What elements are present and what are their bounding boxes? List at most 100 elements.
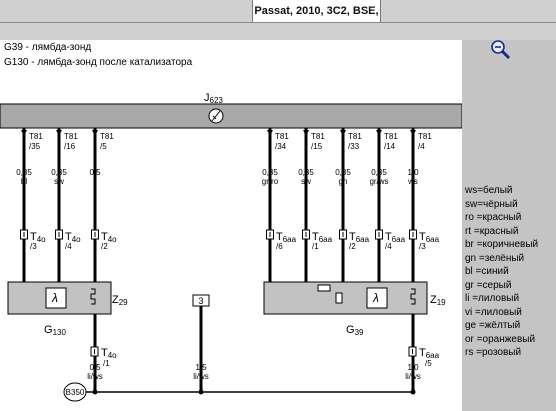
ground-point-label: B350 (66, 388, 85, 397)
pin-arrow-icon (303, 130, 309, 136)
legend-item: ro =красный (465, 212, 522, 223)
ecu-pin-t: T81 (64, 132, 78, 141)
legend-panel (462, 40, 556, 411)
junction-dot (92, 389, 98, 395)
ecu-pin-t: T81 (348, 132, 362, 141)
wire-color: gn (339, 177, 348, 186)
connector-label: T6aa (276, 231, 297, 244)
zoom-out-icon[interactable] (490, 39, 512, 61)
pin-arrow-icon (267, 130, 273, 136)
wire-size: 0,35 (371, 168, 387, 177)
wire-size: 0,35 (51, 168, 67, 177)
top-separator (0, 22, 556, 23)
connector-icon (408, 346, 417, 357)
wire-color: li (93, 177, 97, 186)
g130-ground-wire-color: li/ws (87, 372, 103, 381)
connector-pin: /4 (65, 242, 72, 251)
connector-label: T4o (30, 231, 46, 244)
legend-item: bl =синий (465, 266, 509, 277)
junction-dot (198, 389, 204, 395)
ecu-pin-number: /15 (311, 142, 323, 151)
legend-item: li =лиловый (465, 293, 520, 304)
connector-pin: /3 (419, 242, 426, 251)
connector-icon (90, 346, 99, 357)
svg-text:λ: λ (51, 291, 58, 305)
mid-wire-size: 1,5 (195, 363, 207, 372)
document-title-tab[interactable]: Passat, 2010, 3C2, BSE, (252, 0, 381, 23)
g39-ground-wire-size: 1,0 (407, 363, 419, 372)
wire-color: ws (407, 177, 418, 186)
legend-item: vi =лиловый (465, 306, 522, 318)
ecu-pin-number: /35 (29, 142, 41, 151)
heater-z19-label: Z19 (430, 294, 446, 307)
connector-icon (55, 229, 63, 240)
ecu-pin-t: T81 (275, 132, 289, 141)
reference-number: 3 (198, 296, 203, 306)
connector-label: T6aa (349, 231, 370, 244)
heater-icon (410, 288, 416, 305)
g130-ground-connector-label: T4o (101, 347, 117, 360)
ecu-pin-t: T81 (311, 132, 325, 141)
connector-pin: /6 (276, 242, 283, 251)
ecu-pin-number: /4 (418, 142, 425, 151)
g39-ground-wire-color: li/ws (405, 372, 421, 381)
g130-ground-connector-pin: /1 (103, 359, 110, 368)
lambda-icon: λ (45, 287, 67, 309)
connector-label: T6aa (419, 231, 440, 244)
ground-point-b350[interactable] (63, 382, 87, 402)
description-line-2: G130 - лямбда-зонд после катализатора (4, 57, 193, 68)
ecu-pin-t: T81 (384, 132, 398, 141)
ecu-pin-t: T81 (29, 132, 43, 141)
connector-label: T6aa (312, 231, 333, 244)
connector-pin: /4 (385, 242, 392, 251)
legend-item: rs =розовый (465, 347, 522, 358)
ecu-pin-number: /33 (348, 142, 360, 151)
pin-arrow-icon (21, 130, 27, 136)
legend-item: gn =зелёный (465, 252, 525, 264)
ecu-j623-block (0, 103, 462, 129)
legend-item: ge =жёлтый (465, 320, 521, 331)
sensor-g39-resistor-2 (335, 292, 343, 304)
ecu-pin-number: /14 (384, 142, 396, 151)
ecu-pin-number: /34 (275, 142, 287, 151)
connector-icon (266, 229, 274, 240)
wire-size: 0,35 (298, 168, 314, 177)
g39-ground-connector-pin: /5 (425, 359, 432, 368)
legend-item: sw=чёрный (465, 198, 518, 210)
pin-arrow-icon (376, 130, 382, 136)
description-line-1: G39 - лямбда-зонд (4, 42, 92, 53)
wire-color: bl (21, 177, 27, 186)
heater-icon (90, 288, 96, 305)
schematic-canvas: J623 T81/350,35blT4o/3T81/160,35swT4o/4T… (0, 92, 462, 402)
connector-pin: /2 (101, 242, 108, 251)
sensor-g39-resistor (317, 284, 331, 292)
mid-wire-color: li/ws (193, 372, 209, 381)
ecu-pin-t: T81 (100, 132, 114, 141)
reference-box (192, 294, 210, 307)
g39-ground-connector-label: T6aa (419, 347, 440, 360)
wire-size: 0,35 (262, 168, 278, 177)
connector-icon (375, 229, 383, 240)
svg-text:λ: λ (372, 291, 379, 305)
wire-color: gr/ro (262, 177, 279, 186)
connector-pin: /3 (30, 242, 37, 251)
pin-arrow-icon (340, 130, 346, 136)
ecu-pin-number: /5 (100, 142, 107, 151)
connector-icon (302, 229, 310, 240)
junction-dot (410, 389, 416, 395)
legend-item: or =оранжевый (465, 333, 536, 345)
connector-icon (91, 229, 99, 240)
wire-color: gr/ws (369, 177, 388, 186)
connector-label: T6aa (385, 231, 406, 244)
legend-item: gr =серый (465, 279, 512, 291)
wiring-diagram (0, 40, 462, 411)
ecu-pin-number: /16 (64, 142, 76, 151)
